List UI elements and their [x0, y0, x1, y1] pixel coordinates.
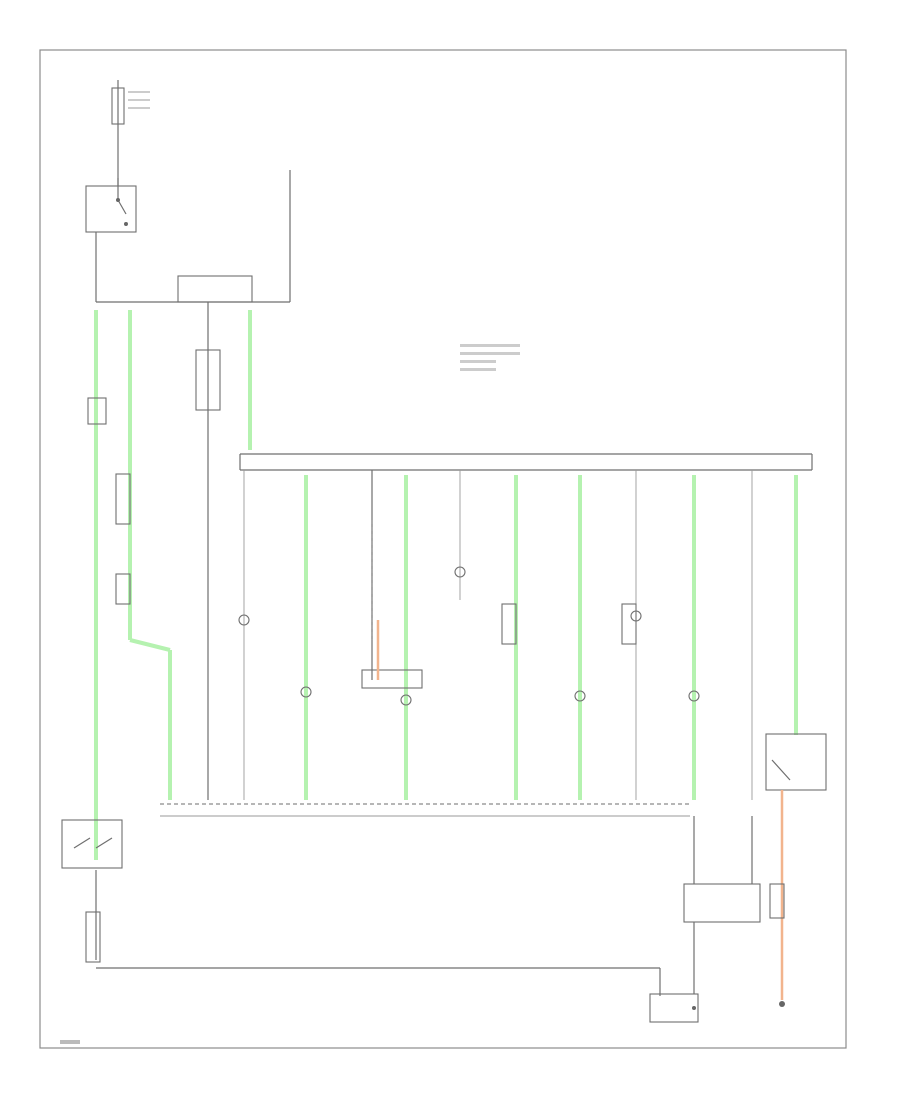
top-bus	[96, 170, 291, 303]
module-bottom-right	[649, 816, 761, 1023]
junction-bus	[239, 453, 813, 471]
relay-right	[765, 733, 827, 1007]
diagram-frame	[39, 49, 847, 1049]
lamps	[238, 566, 700, 706]
switch-top	[85, 178, 137, 302]
right-fuse-stack	[195, 349, 221, 411]
center-connector	[371, 520, 380, 680]
labels	[60, 344, 520, 1044]
switch-bottom-left	[61, 819, 123, 963]
left-relay	[87, 397, 172, 800]
